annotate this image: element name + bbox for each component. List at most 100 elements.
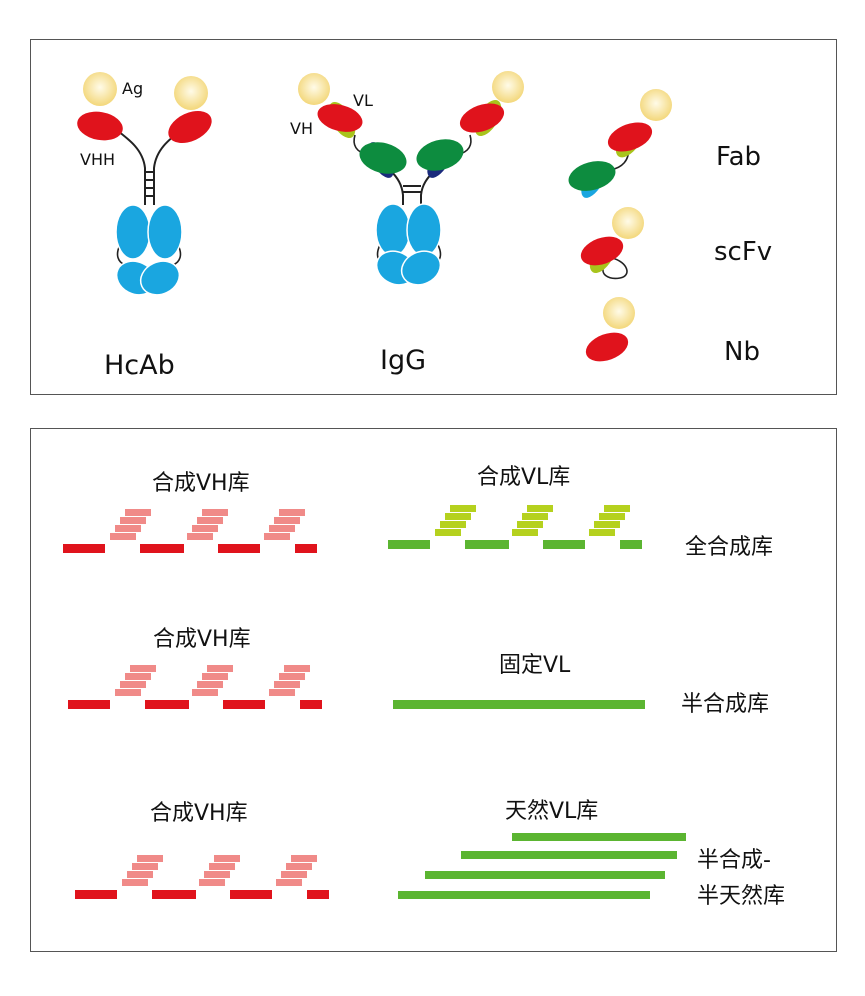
row3-vh-cdr-block [209, 863, 235, 870]
row3-vh-title: 合成VH库 [150, 801, 248, 826]
row1-vl-framework-segment [388, 540, 430, 549]
row1-vh-cdr-block [274, 517, 300, 524]
row2-vh-cdr-block [279, 673, 305, 680]
igg-ch2-left [375, 203, 411, 257]
scfv-title: scFv [714, 237, 773, 267]
row3-natural-vl-bar [398, 891, 650, 899]
row1-vl-cdr-block [435, 529, 461, 536]
row1-vh-cdr-block [192, 525, 218, 532]
igg-ch1-left [359, 142, 407, 174]
nb-title: Nb [724, 337, 760, 367]
row1-vl-framework-segment [620, 540, 642, 549]
row2-vh-framework-segment [300, 700, 322, 709]
row1-vh-framework-segment [140, 544, 184, 553]
hcab-ch2-left [115, 204, 151, 260]
row1-vh-cdr-block [125, 509, 151, 516]
row2-vh-cdr-block [269, 689, 295, 696]
row2-vh-cdr-block [284, 665, 310, 672]
igg-antigen-left [298, 73, 330, 105]
row3-natural-vl-bar [512, 833, 686, 841]
row1-vh-framework-segment [63, 544, 105, 553]
row2-vh-cdr-block [207, 665, 233, 672]
row1-vl-cdr-block [599, 513, 625, 520]
row3-vh-framework-segment [152, 890, 196, 899]
row1-vl-cdr-block [594, 521, 620, 528]
row1-vh-cdr-block [269, 525, 295, 532]
row1-vl-cdr-block [589, 529, 615, 536]
fab-ch1 [568, 161, 616, 191]
row3-vh-cdr-block [276, 879, 302, 886]
hcab-ch3-right [139, 260, 181, 296]
row3-vh-cdr-block [137, 855, 163, 862]
nb-vhh [585, 332, 629, 362]
hcab-ag-label: Ag [122, 79, 144, 98]
row2-fixed-vl-bar [393, 700, 645, 709]
row1-vh-title: 合成VH库 [152, 471, 250, 496]
row1-vl-cdr-block [522, 513, 548, 520]
row1-library-label: 全合成库 [685, 535, 774, 560]
row2-vh-cdr-block [202, 673, 228, 680]
row3-vh-framework-segment [75, 890, 117, 899]
igg-vh-left [317, 104, 363, 132]
hcab-diagram [77, 72, 212, 296]
row3-natural-vl-bar [461, 851, 677, 859]
row1-vh-cdr-block [187, 533, 213, 540]
igg-diagram [298, 71, 524, 286]
row1-vl-framework-segment [543, 540, 585, 549]
nb-antigen [603, 297, 635, 329]
row2-vh-cdr-block [120, 681, 146, 688]
igg-vl-label: VL [353, 91, 373, 110]
row2-vh-cdr-block [274, 681, 300, 688]
row1-vl-cdr-block [527, 505, 553, 512]
library-bars [63, 505, 686, 899]
row3-vh-cdr-block [214, 855, 240, 862]
igg-vh-right [459, 103, 505, 133]
row2-vh-framework-segment [68, 700, 110, 709]
scfv-antigen [612, 207, 644, 239]
row2-vh-framework-segment [145, 700, 189, 709]
row1-vl-cdr-block [512, 529, 538, 536]
row1-vh-cdr-block [279, 509, 305, 516]
scfv-vh [580, 236, 624, 266]
row1-vl-title: 合成VL库 [477, 465, 571, 490]
nb-diagram [585, 297, 635, 362]
row2-vh-cdr-block [130, 665, 156, 672]
row3-natural-vl-bar [425, 871, 665, 879]
row1-vl-framework-segment [465, 540, 509, 549]
row1-vh-cdr-block [264, 533, 290, 540]
hcab-ch2-right [147, 204, 183, 260]
fab-title: Fab [716, 142, 762, 172]
row3-vh-cdr-block [286, 863, 312, 870]
row3-vh-cdr-block [199, 879, 225, 886]
igg-ch1-right [416, 139, 464, 171]
row2-vh-cdr-block [125, 673, 151, 680]
igg-antigen-right [492, 71, 524, 103]
igg-vh-label: VH [290, 119, 313, 138]
row3-library-label-1: 半合成- [697, 848, 771, 873]
hcab-antigen-right [174, 76, 208, 110]
igg-title: IgG [380, 345, 427, 376]
row1-vl-cdr-block [604, 505, 630, 512]
row3-vh-cdr-block [204, 871, 230, 878]
row1-vl-cdr-block [450, 505, 476, 512]
row3-vh-cdr-block [291, 855, 317, 862]
row1-vh-cdr-block [202, 509, 228, 516]
hcab-antigen-left [83, 72, 117, 106]
row2-vh-cdr-block [115, 689, 141, 696]
scfv-diagram [580, 207, 644, 280]
row3-vh-framework-segment [307, 890, 329, 899]
row1-vh-framework-segment [295, 544, 317, 553]
row3-library-label-2: 半天然库 [697, 884, 786, 909]
row3-vh-framework-segment [230, 890, 272, 899]
igg-ch2-right [406, 203, 442, 257]
row2-vh-title: 合成VH库 [153, 627, 251, 652]
row2-vh-cdr-block [197, 681, 223, 688]
fab-vh [607, 122, 653, 152]
fab-diagram [568, 89, 672, 198]
row3-vh-cdr-block [127, 871, 153, 878]
row1-vh-framework-segment [218, 544, 260, 553]
row1-vh-cdr-block [120, 517, 146, 524]
row1-vh-cdr-block [115, 525, 141, 532]
hcab-vhh-left [77, 111, 123, 141]
